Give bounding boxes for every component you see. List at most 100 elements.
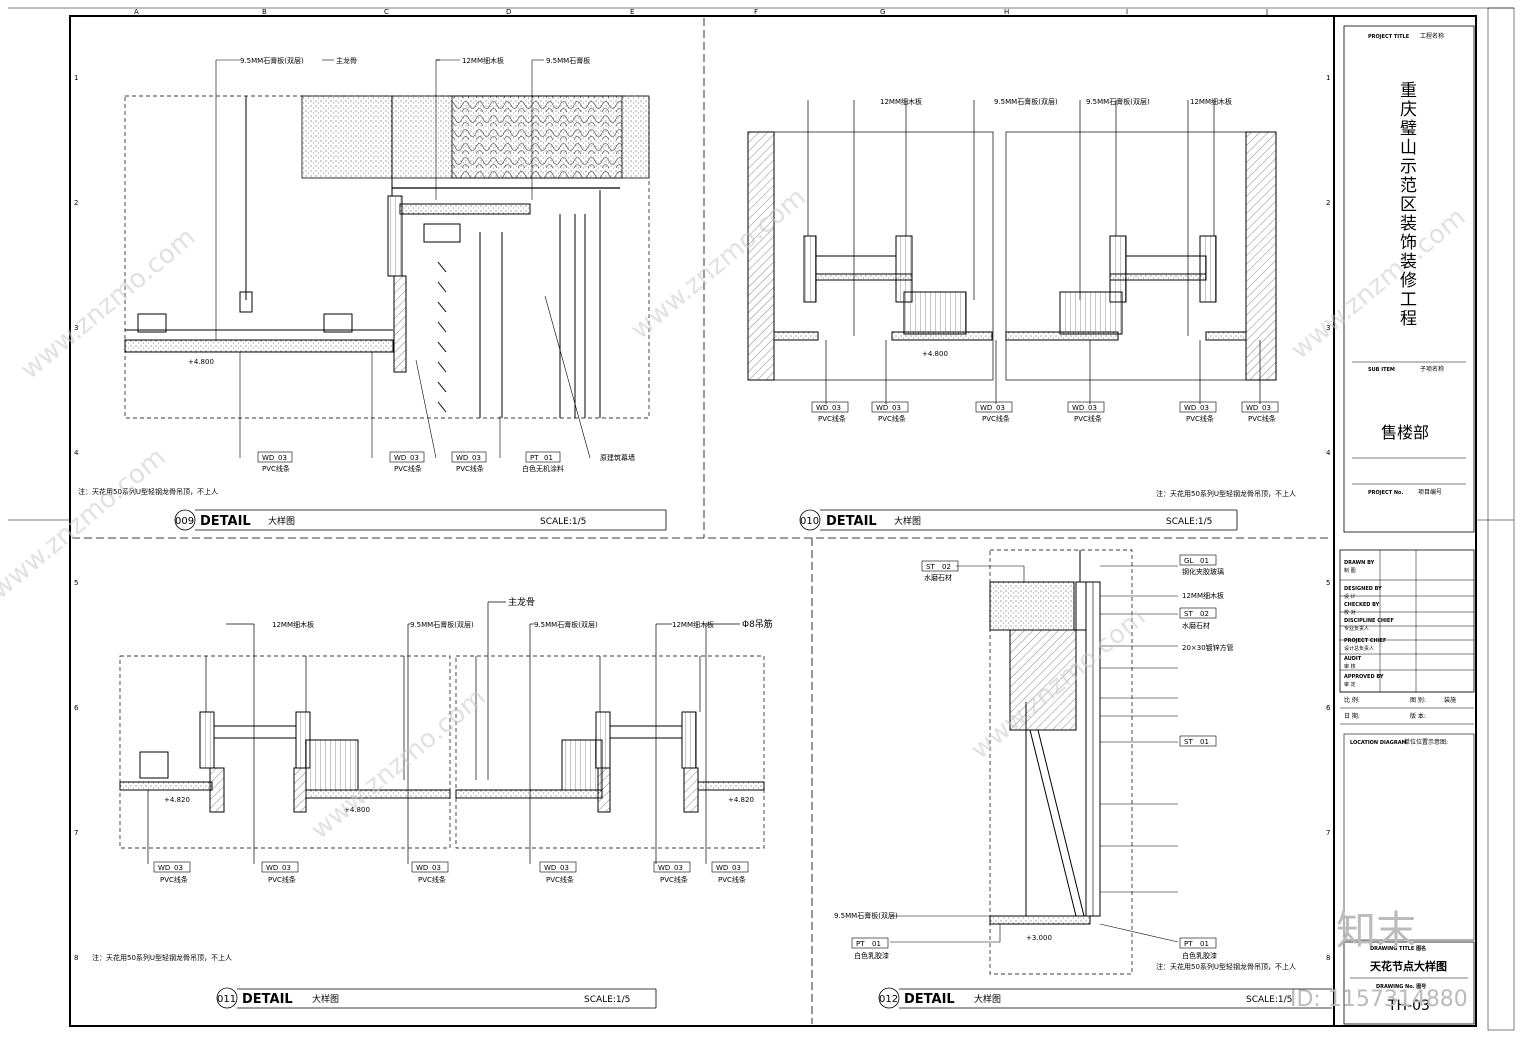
svg-text:装施: 装施 [1444,696,1456,704]
svg-text:SUB ITEM: SUB ITEM [1368,367,1395,373]
svg-text:WD: WD [816,404,828,412]
svg-text:C: C [384,8,389,16]
svg-text:3: 3 [74,324,78,332]
svg-text:水磨石材: 水磨石材 [1182,621,1210,630]
svg-text:www.znzmo.com: www.znzmo.com [15,222,201,385]
svg-text:01: 01 [1200,738,1209,746]
project-name-char: 璧 [1400,119,1417,139]
svg-text:PROJECT CHIEF: PROJECT CHIEF [1344,638,1386,644]
svg-text:设计总负责人: 设计总负责人 [1344,645,1374,652]
project-name-char: 庆 [1400,100,1417,120]
sheet-border [69,15,1335,1027]
svg-text:PVC线条: PVC线条 [1074,414,1102,423]
label-gypsum-double: 9.5MM石膏板(双层) [240,56,304,65]
project-name-char: 山 [1400,138,1417,158]
svg-text:WD: WD [266,864,278,872]
svg-text:设 计: 设 计 [1344,593,1356,600]
drawing-title: 天花节点大样图 [1370,959,1447,973]
project-name-char: 区 [1400,195,1417,215]
svg-text:PVC线条: PVC线条 [878,414,906,423]
svg-text:DRAWN BY: DRAWN BY [1344,560,1375,566]
detail-010-drawing [747,100,1277,404]
svg-text:DESIGNED BY: DESIGNED BY [1344,586,1382,592]
project-name-char: 程 [1400,309,1417,329]
svg-text:PVC线条: PVC线条 [982,414,1010,423]
svg-text:www.znzmo.com: www.znzmo.com [1285,202,1471,365]
svg-text:02: 02 [942,563,951,571]
svg-text:审 核: 审 核 [1344,663,1356,670]
svg-text:PVC线条: PVC线条 [546,875,574,884]
svg-text:原建筑幕墙: 原建筑幕墙 [600,453,635,462]
svg-text:03: 03 [560,864,569,872]
note-009: 注：天花用50系列U型轻钢龙骨吊顶，不上人 [78,487,218,496]
detail-011-drawing [119,601,765,864]
svg-text:4: 4 [1326,449,1331,457]
svg-text:20×30镀锌方管: 20×30镀锌方管 [1182,643,1234,652]
svg-text:PROJECT No.: PROJECT No. [1368,490,1403,496]
detail-010-labels: 12MM细木板 9.5MM石膏板(双层) 9.5MM石膏板(双层) 12MM细木… [880,97,1232,358]
detail-label: DETAIL [200,514,251,529]
svg-text:03: 03 [174,864,183,872]
svg-text:大样图: 大样图 [974,993,1001,1005]
detail-010-title: 010 DETAIL 大样图 SCALE:1/5 [799,509,1238,531]
svg-text:03: 03 [1088,404,1097,412]
title-block-frame [1333,15,1477,1027]
svg-text:WD: WD [1072,404,1084,412]
svg-text:9.5MM石膏板(双层): 9.5MM石膏板(双层) [1086,97,1150,106]
svg-text:白色乳胶漆: 白色乳胶漆 [854,951,889,960]
svg-text:Φ8吊筋: Φ8吊筋 [742,618,773,630]
project-name-char: 修 [1400,271,1417,291]
svg-text:1: 1 [1326,74,1330,82]
svg-text:WD: WD [262,454,274,462]
svg-text:B: B [262,8,267,16]
svg-text:WD: WD [980,404,992,412]
svg-text:03: 03 [472,454,481,462]
svg-text:PT: PT [530,454,539,462]
svg-text:PT: PT [1184,940,1193,948]
svg-text:项目编号: 项目编号 [1418,488,1442,496]
svg-text:03: 03 [674,864,683,872]
detail-009-drawing [124,59,650,459]
svg-text:水磨石材: 水磨石材 [924,573,952,582]
svg-text:G: G [880,8,885,16]
svg-text:PVC线条: PVC线条 [660,875,688,884]
note-011: 注：天花用50系列U型轻钢龙骨吊顶，不上人 [92,953,232,962]
svg-text:03: 03 [832,404,841,412]
svg-text:PVC线条: PVC线条 [418,875,446,884]
svg-text:APPROVED BY: APPROVED BY [1344,674,1384,680]
svg-text:9.5MM石膏板(双层): 9.5MM石膏板(双层) [994,97,1058,106]
project-name-char: 范 [1400,176,1417,196]
detail-009-title: 009 DETAIL 大样图 SCALE:1/5 [174,509,667,531]
svg-text:WD: WD [158,864,170,872]
svg-text:H: H [1004,8,1009,16]
label-plywood: 12MM细木板 [462,56,504,65]
svg-text:03: 03 [996,404,1005,412]
svg-text:版 本:: 版 本: [1410,712,1426,720]
svg-text:9.5MM石膏板(双层): 9.5MM石膏板(双层) [410,620,474,629]
svg-text:专业负责人: 专业负责人 [1344,625,1369,632]
svg-text:PVC线条: PVC线条 [262,464,290,473]
svg-text:6: 6 [74,704,79,712]
svg-text:F: F [754,8,758,16]
svg-text:DETAIL: DETAIL [826,514,877,529]
svg-text:12MM细木板: 12MM细木板 [272,620,314,629]
svg-text:01: 01 [1200,940,1209,948]
svg-text:www.znzmo.com: www.znzmo.com [0,442,172,605]
svg-text:WD: WD [658,864,670,872]
note-010: 注：天花用50系列U型轻钢龙骨吊顶，不上人 [1156,489,1296,498]
svg-text:审 定: 审 定 [1344,681,1356,688]
svg-text:WD: WD [416,864,428,872]
svg-text:白色无机涂料: 白色无机涂料 [522,464,564,473]
svg-text:03: 03 [732,864,741,872]
svg-text:I: I [1126,8,1128,16]
svg-text:012: 012 [879,994,898,1005]
sub-item-name: 售楼部 [1381,423,1429,442]
svg-text:03: 03 [410,454,419,462]
detail-012-drawing [890,549,1179,975]
detail-009-labels: 9.5MM石膏板(双层) 主龙骨 12MM细木板 9.5MM石膏板 +4.800 [188,56,590,366]
svg-text:DISCIPLINE CHIEF: DISCIPLINE CHIEF [1344,618,1394,624]
